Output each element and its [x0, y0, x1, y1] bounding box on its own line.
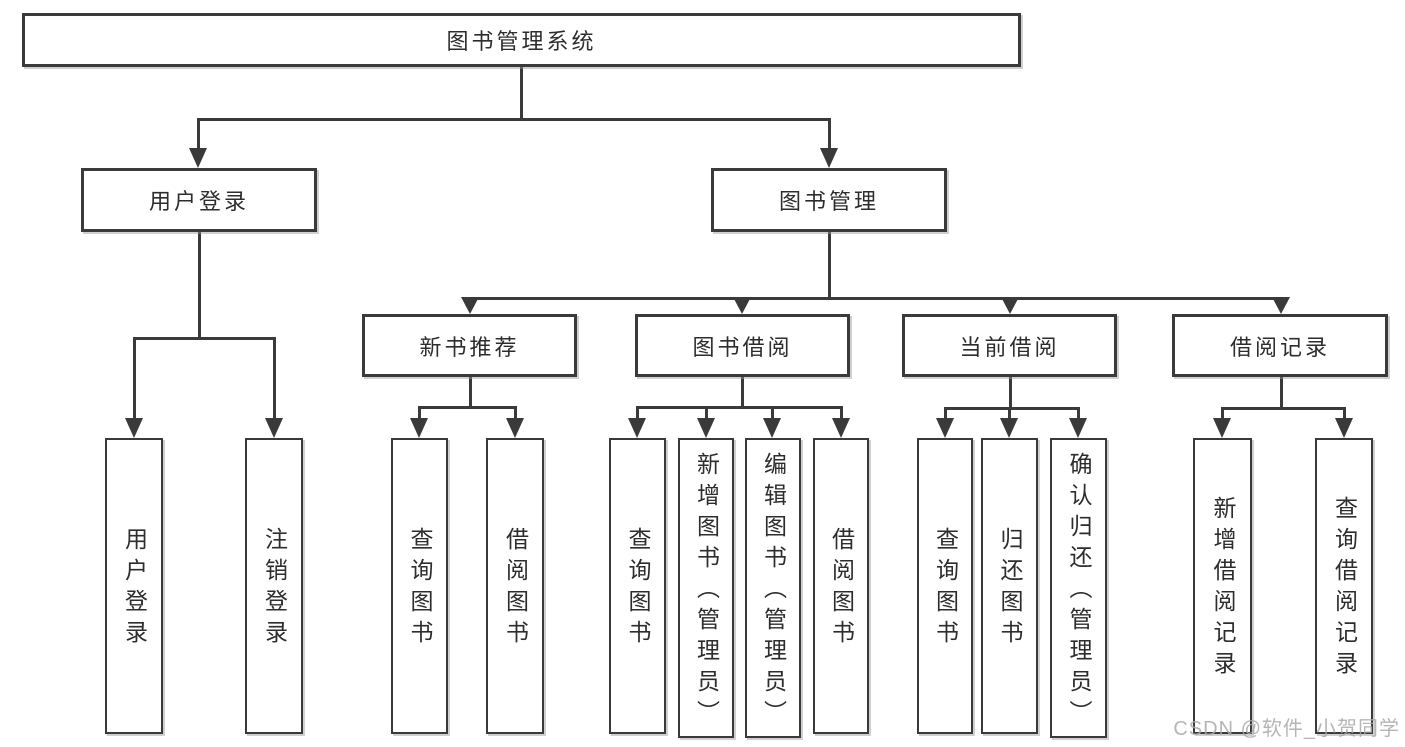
- connector-stem-new-book-recommend: [468, 377, 472, 409]
- arrowhead-down-icon: [265, 418, 283, 438]
- arrowhead-down-icon: [1213, 418, 1231, 438]
- connector-rail-new-book-recommend: [417, 406, 517, 409]
- connector-rail-root: [196, 118, 831, 121]
- arrowhead-down-icon: [410, 418, 428, 438]
- connector-stem-root: [519, 67, 523, 121]
- node-leaf-query-books-cb: 查询图书: [917, 438, 973, 734]
- arrowhead-down-icon: [733, 297, 751, 314]
- connector-rail-book-borrowing: [635, 406, 843, 409]
- arrowhead-down-icon: [189, 148, 207, 168]
- connector-stem-book-management: [827, 232, 831, 300]
- connector-branch-current-borrowing-2: [1076, 407, 1080, 422]
- connector-branch-root-0: [196, 118, 200, 152]
- arrowhead-down-icon: [461, 297, 479, 314]
- node-leaf-confirm-return: 确认归还（管理员）: [1050, 438, 1107, 738]
- connector-branch-book-borrowing-1: [704, 406, 708, 422]
- connector-branch-new-book-recommend-0: [417, 406, 421, 422]
- connector-branch-root-1: [827, 118, 831, 152]
- csdn-watermark: CSDN @软件_小贺同学: [1173, 718, 1400, 740]
- connector-rail-borrowing-records: [1220, 407, 1346, 410]
- arrowhead-down-icon: [1001, 297, 1019, 314]
- arrowhead-down-icon: [1069, 418, 1087, 438]
- connector-branch-user-login-0: [132, 337, 136, 422]
- node-leaf-query-books-bb: 查询图书: [609, 438, 666, 734]
- node-leaf-add-borrow-record: 新增借阅记录: [1193, 438, 1252, 734]
- node-borrowing-records: 借阅记录: [1172, 314, 1388, 377]
- node-root: 图书管理系统: [22, 13, 1021, 67]
- arrowhead-down-icon: [506, 418, 524, 438]
- node-leaf-user-login: 用户登录: [105, 438, 163, 734]
- node-leaf-logout: 注销登录: [245, 438, 303, 734]
- connector-branch-borrowing-records-1: [1342, 407, 1346, 422]
- node-user-login: 用户登录: [81, 168, 317, 232]
- connector-branch-current-borrowing-1: [1007, 407, 1011, 422]
- node-new-book-recommend: 新书推荐: [362, 314, 577, 377]
- arrowhead-down-icon: [1000, 418, 1018, 438]
- connector-branch-book-borrowing-2: [770, 406, 774, 422]
- arrowhead-down-icon: [820, 148, 838, 168]
- node-book-management: 图书管理: [711, 168, 947, 232]
- arrowhead-down-icon: [832, 418, 850, 438]
- arrowhead-down-icon: [1335, 418, 1353, 438]
- connector-branch-user-login-1: [272, 337, 276, 422]
- connector-stem-current-borrowing: [1008, 377, 1012, 410]
- node-book-borrowing: 图书借阅: [635, 314, 850, 377]
- node-leaf-add-book-admin: 新增图书（管理员）: [678, 438, 734, 738]
- connector-stem-book-borrowing: [740, 377, 744, 409]
- connector-stem-borrowing-records: [1279, 377, 1283, 410]
- connector-rail-current-borrowing: [943, 407, 1080, 410]
- connector-stem-user-login: [197, 232, 201, 340]
- arrowhead-down-icon: [1272, 297, 1290, 314]
- node-leaf-query-borrow-record: 查询借阅记录: [1315, 438, 1373, 734]
- connector-rail-user-login: [132, 337, 276, 340]
- node-leaf-return-books: 归还图书: [981, 438, 1038, 734]
- node-leaf-query-books-nb: 查询图书: [391, 438, 448, 734]
- arrowhead-down-icon: [763, 418, 781, 438]
- arrowhead-down-icon: [628, 418, 646, 438]
- node-leaf-edit-book-admin: 编辑图书（管理员）: [745, 438, 801, 738]
- node-leaf-borrow-books-bb: 借阅图书: [813, 438, 869, 734]
- connector-rail-book-management: [468, 297, 1283, 300]
- node-leaf-borrow-books-nb: 借阅图书: [486, 438, 544, 734]
- arrowhead-down-icon: [936, 418, 954, 438]
- arrowhead-down-icon: [697, 418, 715, 438]
- connector-branch-book-borrowing-0: [635, 406, 639, 422]
- connector-branch-current-borrowing-0: [943, 407, 947, 422]
- connector-branch-new-book-recommend-1: [513, 406, 517, 422]
- connector-branch-borrowing-records-0: [1220, 407, 1224, 422]
- connector-branch-book-borrowing-3: [839, 406, 843, 422]
- node-current-borrowing: 当前借阅: [902, 314, 1117, 377]
- arrowhead-down-icon: [125, 418, 143, 438]
